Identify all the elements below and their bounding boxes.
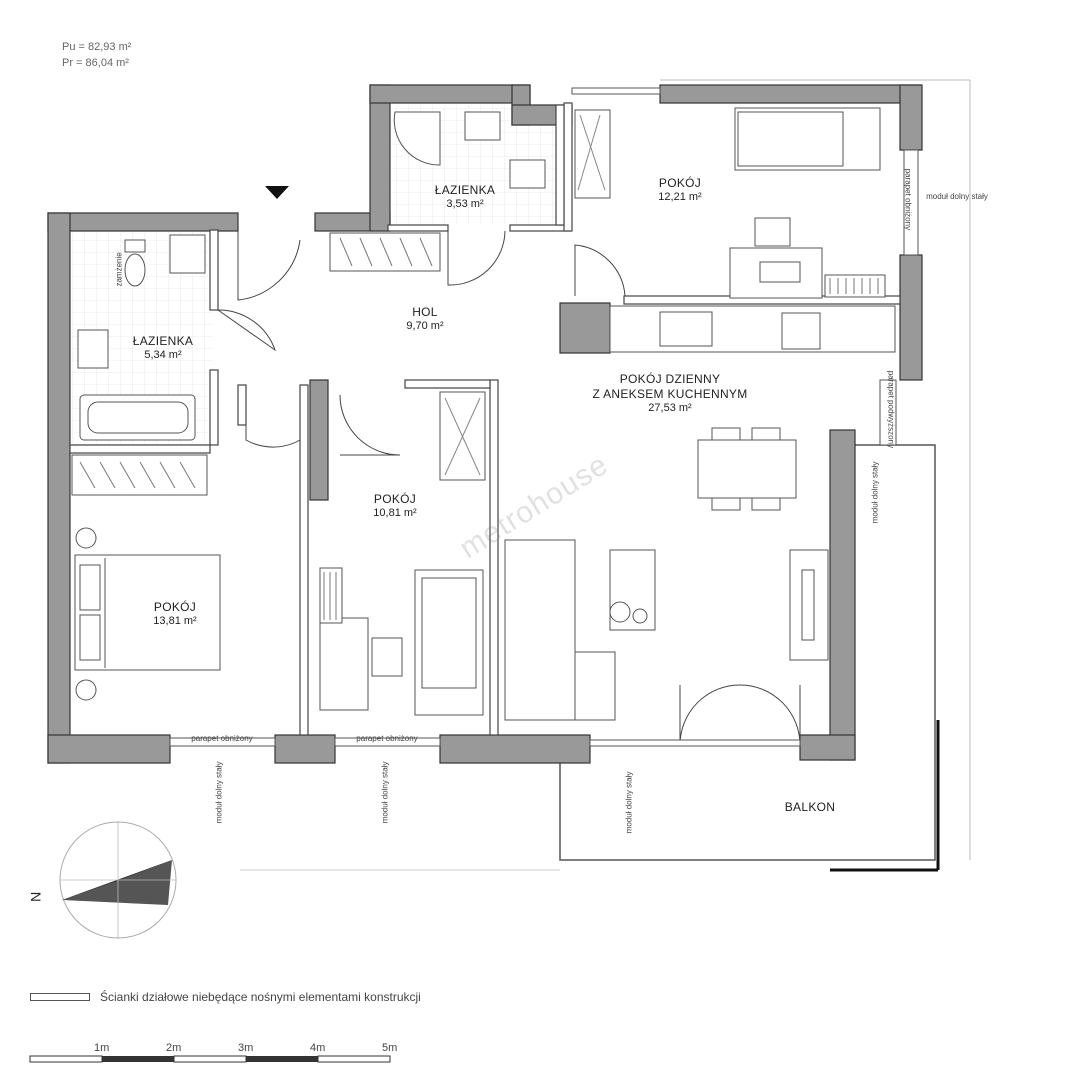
room-balcony: BALKON	[760, 800, 860, 815]
room-name: POKÓJ	[153, 600, 197, 614]
note-parapet-bedroom-mid: parapet obniżony	[356, 734, 418, 743]
room-area: 5,34 m²	[144, 349, 182, 361]
furniture	[71, 107, 896, 721]
note-parapet-raised: parapet podwyższony	[886, 370, 896, 449]
compass-north-label: N	[27, 891, 44, 902]
legend-text: Ścianki działowe niebędące nośnymi eleme…	[100, 990, 421, 1004]
legend-swatch	[30, 993, 90, 1001]
room-area: 3,53 m²	[446, 198, 484, 210]
note-parapet-bedroom-sw: parapet obniżony	[191, 734, 253, 743]
note-module-ne: moduł dolny stały	[926, 192, 988, 201]
scale-label-3m: 3m	[238, 1042, 254, 1054]
note-module-balcony: moduł dolny stały	[624, 771, 634, 834]
area-summary: Pu = 82,93 m² Pr = 86,04 m²	[62, 40, 131, 72]
scale-label-2m: 2m	[166, 1042, 182, 1054]
room-name: HOL	[412, 305, 438, 319]
partition-walls	[69, 102, 901, 736]
compass-icon	[59, 821, 177, 939]
room-bath-upper: ŁAZIENKA 3,53 m²	[420, 183, 510, 212]
room-name: BALKON	[784, 800, 836, 814]
note-parapet-bedroom-ne: parapet obniżony	[903, 168, 913, 231]
room-area: 10,81 m²	[373, 507, 417, 519]
note-module-balcony-side: moduł dolny stały	[870, 461, 880, 524]
room-hall: HOL 9,70 m²	[385, 305, 465, 334]
room-bedroom-sw: POKÓJ 13,81 m²	[130, 600, 220, 629]
total-area: Pr = 86,04 m²	[62, 56, 129, 69]
usable-area: Pu = 82,93 m²	[62, 41, 132, 53]
scale-label-4m: 4m	[310, 1042, 326, 1054]
room-bedroom-ne: POKÓJ 12,21 m²	[635, 176, 725, 205]
door-swings	[217, 230, 801, 746]
room-name: POKÓJ	[373, 492, 417, 506]
room-living: POKÓJ DZIENNY Z ANEKSEM KUCHENNYM 27,53 …	[560, 372, 780, 416]
room-area: 13,81 m²	[153, 615, 197, 627]
room-bath-left: ŁAZIENKA 5,34 m²	[118, 334, 208, 363]
room-area: 12,21 m²	[658, 191, 702, 203]
note-module-bedroom-sw: moduł dolny stały	[214, 761, 224, 824]
structural-walls	[47, 84, 923, 764]
scale-label-1m: 1m	[94, 1042, 110, 1054]
legend: Ścianki działowe niebędące nośnymi eleme…	[30, 990, 421, 1004]
room-area: 9,70 m²	[406, 320, 444, 332]
windows	[169, 87, 919, 747]
room-bedroom-mid: POKÓJ 10,81 m²	[350, 492, 440, 521]
note-lowered-ceiling: zamżenie	[114, 252, 124, 287]
room-name: ŁAZIENKA	[434, 183, 496, 197]
room-area: 27,53 m²	[648, 402, 692, 414]
room-name-line1: POKÓJ DZIENNY	[619, 372, 721, 386]
room-name: POKÓJ	[658, 176, 702, 190]
entrance-arrow-icon	[265, 186, 289, 199]
note-module-bedroom-mid: moduł dolny stały	[380, 761, 390, 824]
scale-label-5m: 5m	[382, 1042, 398, 1054]
room-name-line2: Z ANEKSEM KUCHENNYM	[592, 387, 748, 401]
room-name: ŁAZIENKA	[132, 334, 194, 348]
scale-bar	[29, 1055, 391, 1063]
